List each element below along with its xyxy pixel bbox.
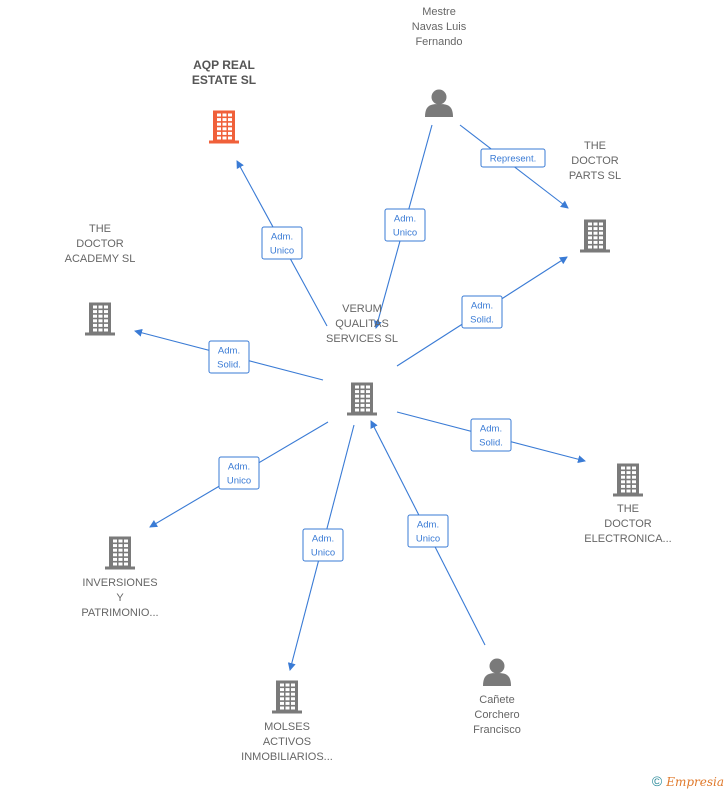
building-icon	[613, 463, 643, 497]
node-label-line: INMOBILIARIOS...	[241, 751, 333, 763]
building-icon	[85, 302, 115, 336]
edge-label-box	[480, 148, 546, 168]
node-label-line: Navas Luis	[412, 21, 467, 33]
edge-label[interactable]: Adm. Unico	[384, 208, 426, 242]
edge-label[interactable]: Represent.	[480, 148, 546, 168]
edge-label-line: Adm.	[394, 214, 416, 225]
edge-label-line: Represent.	[490, 154, 536, 165]
edge-label[interactable]: Adm. Unico	[302, 528, 344, 562]
edge-label[interactable]: Adm. Solid.	[208, 340, 250, 374]
edge-label[interactable]: Adm. Solid.	[470, 418, 512, 452]
edge-label-line: Unico	[227, 476, 251, 487]
node-label-line: AQP REAL	[193, 58, 255, 72]
node-label-line: SERVICES SL	[326, 333, 398, 345]
edge-mestre-to-doctor_parts: Represent.	[459, 124, 569, 209]
node-doctor-academy[interactable]: THE DOCTOR ACADEMY SL	[65, 223, 136, 336]
edge-label-line: Adm.	[480, 424, 502, 435]
edge-label-line: Unico	[311, 548, 335, 559]
edge-label-box	[218, 456, 260, 490]
edges-layer: Adm.UnicoAdm.UnicoRepresent.Adm.Solid.Ad…	[134, 124, 586, 671]
copyright-icon: ©	[651, 773, 663, 789]
edge-label[interactable]: Adm. Unico	[407, 514, 449, 548]
node-label-line: ESTATE SL	[192, 73, 256, 87]
node-label-line: THE	[89, 223, 111, 235]
node-label-line: Mestre	[422, 6, 456, 18]
edge-label-box	[461, 295, 503, 329]
node-label-line: MOLSES	[264, 721, 310, 733]
node-label-line: VERUM	[342, 303, 382, 315]
node-label-line: PARTS SL	[569, 170, 621, 182]
edge-label-box	[470, 418, 512, 452]
edge-mestre-to-verum: Adm. Unico	[374, 124, 433, 329]
edge-label-line: Adm.	[417, 520, 439, 531]
node-label-line: DOCTOR	[76, 238, 124, 250]
node-verum[interactable]: VERUM QUALITAS SERVICES SL	[326, 303, 398, 416]
node-label-line: ACTIVOS	[263, 736, 311, 748]
node-doctor-electronica[interactable]: THE DOCTOR ELECTRONICA...	[584, 463, 672, 546]
node-label-line: INVERSIONES	[82, 577, 157, 589]
edge-label-line: Solid.	[217, 360, 241, 371]
edge-verum-to-molses: Adm. Unico	[287, 424, 355, 671]
edge-label-box	[384, 208, 426, 242]
node-label-line: ACADEMY SL	[65, 253, 136, 265]
edge-verum-to-doctor_electronica: Adm. Solid.	[396, 411, 586, 464]
edge-label-line: Unico	[416, 534, 440, 545]
node-label-line: Fernando	[415, 36, 462, 48]
node-label-line: QUALITAS	[335, 318, 389, 330]
node-label-line: DOCTOR	[571, 155, 619, 167]
node-molses[interactable]: MOLSES ACTIVOS INMOBILIARIOS...	[241, 680, 333, 764]
edge-verum-to-inversiones: Adm. Unico	[149, 421, 329, 528]
edge-verum-to-doctor_academy: Adm. Solid.	[134, 328, 324, 381]
edge-verum-to-aqp: Adm. Unico	[236, 160, 328, 327]
footer-brand: ©Empresia	[652, 773, 724, 789]
node-label-line: ELECTRONICA...	[584, 533, 671, 545]
building-icon	[347, 382, 377, 416]
node-label-line: THE	[617, 503, 639, 515]
edge-label-box	[208, 340, 250, 374]
edge-label-line: Solid.	[479, 438, 503, 449]
node-inversiones[interactable]: INVERSIONES Y PATRIMONIO...	[81, 536, 159, 620]
node-doctor-parts[interactable]: THE DOCTOR PARTS SL	[569, 140, 621, 253]
node-label-line: Francisco	[473, 724, 521, 736]
node-label-line: Cañete	[479, 694, 514, 706]
node-label-line: THE	[584, 140, 606, 152]
node-label-line: PATRIMONIO...	[81, 607, 158, 619]
edge-label[interactable]: Adm. Unico	[218, 456, 260, 490]
edge-label-box	[302, 528, 344, 562]
edge-canete-to-verum: Adm. Unico	[370, 420, 486, 646]
building-icon	[580, 219, 610, 253]
edge-label-line: Adm.	[312, 534, 334, 545]
edge-label-line: Adm.	[228, 462, 250, 473]
node-label-line: DOCTOR	[604, 518, 652, 530]
person-icon	[425, 89, 453, 117]
building-icon	[272, 680, 302, 714]
edge-label-line: Adm.	[271, 232, 293, 243]
node-label-line: Corchero	[474, 709, 519, 721]
brand-name: Empresia	[666, 775, 724, 789]
edge-label-box	[261, 226, 303, 260]
edge-verum-to-doctor_parts: Adm. Solid.	[396, 256, 568, 367]
edge-label-line: Adm.	[471, 301, 493, 312]
building-icon	[105, 536, 135, 570]
edge-label-line: Adm.	[218, 346, 240, 357]
edge-label-line: Unico	[270, 246, 294, 257]
node-label-line: Y	[116, 592, 124, 604]
person-icon	[483, 658, 511, 686]
edge-label-line: Solid.	[470, 315, 494, 326]
building-icon	[209, 110, 239, 144]
edge-label-box	[407, 514, 449, 548]
edge-label[interactable]: Adm. Unico	[261, 226, 303, 260]
edge-label-line: Unico	[393, 228, 417, 239]
edge-label[interactable]: Adm. Solid.	[461, 295, 503, 329]
